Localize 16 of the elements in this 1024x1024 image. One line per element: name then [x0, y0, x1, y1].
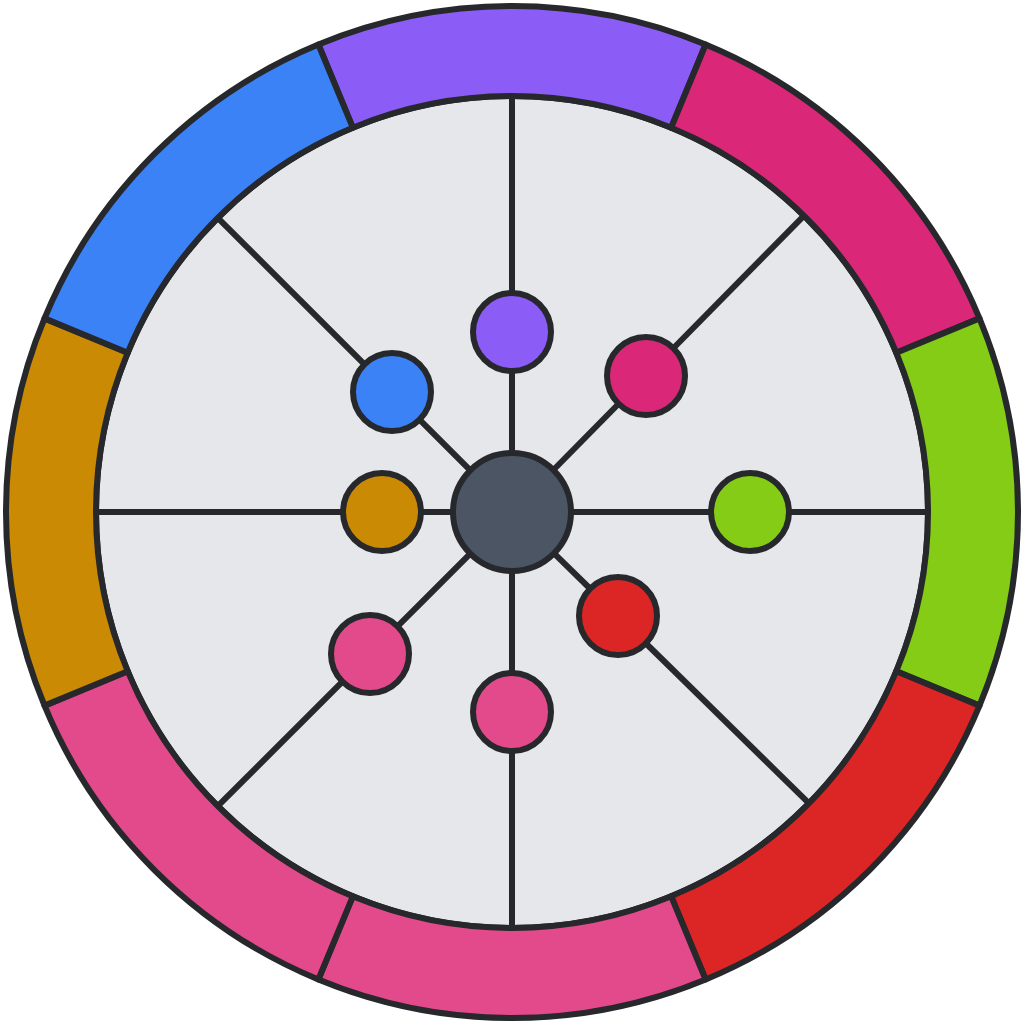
connector-line — [572, 509, 710, 515]
connector-line — [509, 372, 515, 452]
connector-line — [671, 215, 805, 350]
connector-line — [644, 641, 810, 805]
connector-line — [509, 572, 515, 672]
connector-line — [98, 509, 342, 515]
connector-line — [790, 509, 926, 515]
connector-line — [418, 418, 472, 472]
connector-line — [551, 402, 621, 472]
connector-line — [217, 217, 366, 366]
connector-line — [217, 680, 344, 807]
connector-line — [509, 752, 515, 926]
connector-line — [396, 552, 472, 628]
connector-line — [509, 98, 515, 292]
connector-line — [422, 509, 452, 515]
connector-line — [552, 551, 592, 591]
